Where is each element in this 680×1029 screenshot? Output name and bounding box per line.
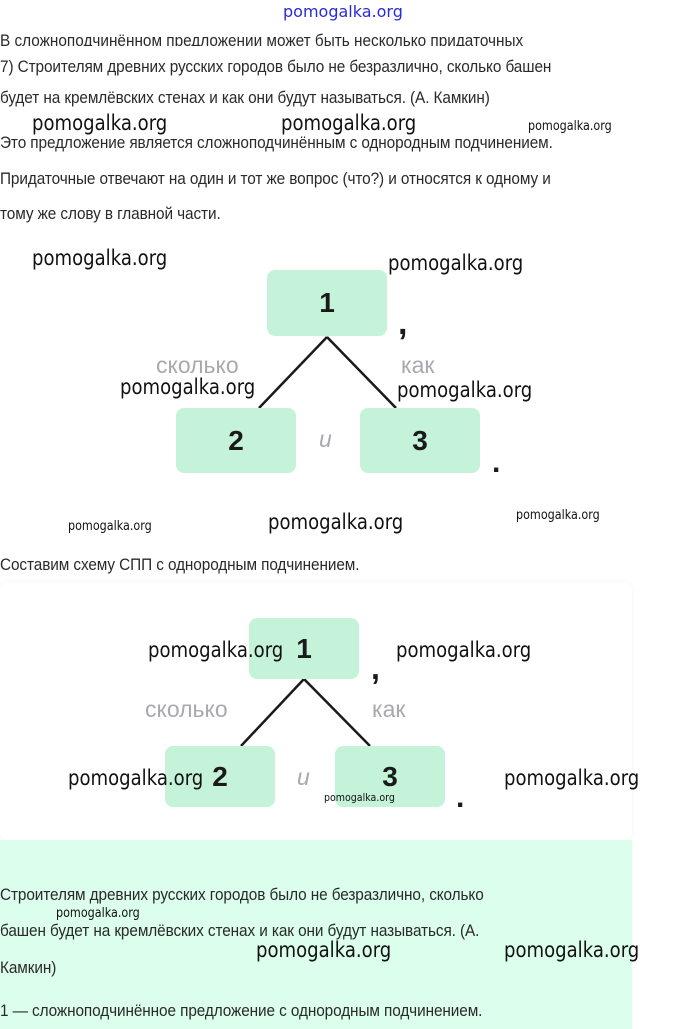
watermark: pomogalka.org (120, 375, 256, 399)
main-clause-number: 1 (319, 287, 335, 318)
watermark: pomogalka.org (68, 519, 152, 534)
watermark: pomogalka.org (268, 510, 404, 534)
branch-line-left (258, 336, 328, 409)
explanation-line-2: Придаточные отвечают на один и тот же во… (0, 170, 551, 188)
branch-line-right (303, 678, 371, 747)
conjunction-between: и (319, 426, 332, 452)
watermark: pomogalka.org (148, 638, 284, 662)
comma-mark: , (398, 304, 408, 342)
answer-panel (0, 840, 632, 1029)
conjunction-left: сколько (145, 696, 228, 722)
watermark: pomogalka.org (528, 119, 612, 134)
subordinate-clause-box-3: 3 (335, 746, 445, 807)
task-line-1: 7) Строителям древних русских городов бы… (0, 58, 552, 76)
conjunction-left: сколько (156, 352, 239, 378)
watermark-top: pomogalka.org (283, 2, 403, 21)
watermark: pomogalka.org (504, 938, 640, 962)
watermark: pomogalka.org (68, 766, 204, 790)
watermark: pomogalka.org (32, 111, 168, 135)
branch-line-left (240, 678, 305, 747)
answer-line-2: башен будет на кремлёвских стенах и как … (0, 922, 480, 940)
main-clause-number: 1 (296, 632, 312, 664)
subordinate-number: 3 (412, 424, 428, 456)
watermark: pomogalka.org (256, 938, 392, 962)
conjunction-right: как (372, 696, 406, 722)
explanation-line-1: Это предложение является сложноподчинённ… (0, 134, 553, 152)
subordinate-number: 3 (382, 760, 398, 792)
answer-line-3: Камкин) (0, 959, 57, 977)
watermark: pomogalka.org (56, 906, 140, 921)
branch-line-right (326, 336, 397, 409)
subordinate-clause-box-2: 2 (176, 408, 296, 473)
watermark: pomogalka.org (516, 508, 600, 523)
period-mark: . (492, 446, 501, 479)
watermark: pomogalka.org (281, 111, 417, 135)
period-mark: . (456, 781, 465, 814)
intro-cut-line: В сложноподчинённом предложении может бы… (0, 32, 524, 46)
explanation-line-3: тому же слову в главной части. (0, 205, 221, 223)
watermark: pomogalka.org (388, 251, 524, 275)
subordinate-clause-box-2: 2 (165, 746, 275, 807)
answer-line-1: Строителям древних русских городов было … (0, 886, 484, 904)
watermark: pomogalka.org (32, 246, 168, 270)
answer-line-4: 1 — сложноподчинённое предложение с одно… (0, 1002, 483, 1020)
watermark: pomogalka.org (324, 791, 395, 804)
subordinate-number: 2 (228, 424, 244, 456)
watermark: pomogalka.org (397, 378, 533, 402)
conjunction-right: как (401, 352, 435, 378)
subordinate-number: 2 (212, 760, 228, 792)
subordinate-clause-box-3: 3 (360, 408, 480, 473)
main-clause-box: 1 (249, 618, 359, 679)
watermark: pomogalka.org (504, 766, 640, 790)
watermark: pomogalka.org (396, 638, 532, 662)
conjunction-between: и (297, 764, 310, 790)
task-line-2: будет на кремлёвских стенах и как они бу… (0, 89, 490, 107)
comma-mark: , (371, 650, 380, 686)
main-clause-box: 1 (267, 270, 387, 336)
compose-heading: Составим схему СПП с однородным подчинен… (0, 556, 360, 574)
